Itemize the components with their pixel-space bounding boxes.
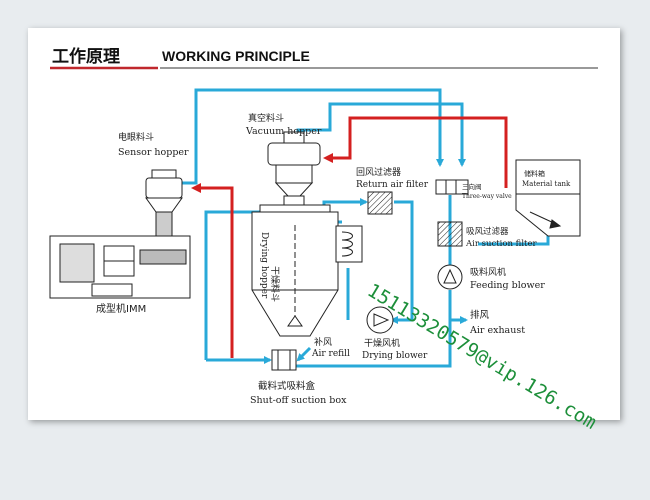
heater-coil <box>335 225 363 263</box>
vacuum-hopper <box>267 131 321 197</box>
air-exhaust-label-zh: 排风 <box>470 309 490 321</box>
air-line-box-feed <box>204 210 262 360</box>
drying-hopper-label-zh: 干燥料斗 <box>269 266 281 302</box>
vacuum-hopper-label-zh: 真空料斗 <box>248 112 284 124</box>
sensor-hopper-label-zh: 电眼料斗 <box>118 131 154 143</box>
imm-barrel <box>139 249 187 265</box>
title-en: WORKING PRINCIPLE <box>162 48 310 64</box>
material-tank-label-zh: 储料箱 <box>524 169 545 178</box>
drying-hopper-label-en: Drying hopper <box>259 232 269 299</box>
feeding-blower-label-zh: 吸料风机 <box>470 266 506 278</box>
three-way-valve <box>435 179 469 195</box>
shutoff-box-label-en: Shut-off suction box <box>250 395 347 406</box>
material-line-to-vacuum <box>323 116 508 188</box>
air-line-exhaust <box>448 290 468 324</box>
air-refill-label-en: Air refill <box>311 349 350 359</box>
material-tank <box>515 159 581 237</box>
drying-blower-label-zh: 干燥风机 <box>364 337 400 349</box>
sensor-hopper <box>145 169 183 237</box>
sensor-hopper-label-en: Sensor hopper <box>118 147 189 158</box>
three-way-valve-label-en: Three-way valve <box>462 193 512 200</box>
imm-base <box>91 283 133 297</box>
air-exhaust-label-en: Air exhaust <box>469 325 525 336</box>
return-air-filter-label-en: Return air filter <box>356 180 429 190</box>
shutoff-suction-box <box>271 349 297 371</box>
air-line-vacuum <box>296 102 466 167</box>
return-air-filter-label-zh: 回风过滤器 <box>356 166 401 178</box>
air-line-return-out <box>390 200 414 324</box>
material-tank-label-en: Material tank <box>522 180 571 188</box>
imm-clamp <box>59 243 95 283</box>
air-suction-filter <box>437 221 463 247</box>
return-air-filter <box>367 191 393 215</box>
air-suction-filter-label-en: Air suction filter <box>465 239 537 249</box>
three-way-valve-label-zh: 三向阀 <box>462 182 482 191</box>
title-zh: 工作原理 <box>52 46 120 67</box>
drying-blower <box>366 306 394 334</box>
air-suction-filter-label-zh: 吸风过滤器 <box>466 226 509 237</box>
shutoff-box-label-zh: 截料式吸料盒 <box>258 380 316 392</box>
imm-machine <box>49 235 191 299</box>
air-refill-label-zh: 补风 <box>314 336 332 348</box>
feeding-blower-label-en: Feeding blower <box>470 280 545 291</box>
drying-hopper <box>251 195 339 337</box>
material-line-to-sensor <box>191 183 234 358</box>
air-line-suction-box <box>296 290 452 368</box>
material-lines <box>191 116 508 358</box>
air-line-refill <box>296 346 312 362</box>
feeding-blower <box>437 264 463 290</box>
drying-blower-label-en: Drying blower <box>362 351 428 361</box>
imm-label: 成型机IMM <box>96 302 146 315</box>
vacuum-hopper-label-en: Vacuum hopper <box>245 126 322 137</box>
